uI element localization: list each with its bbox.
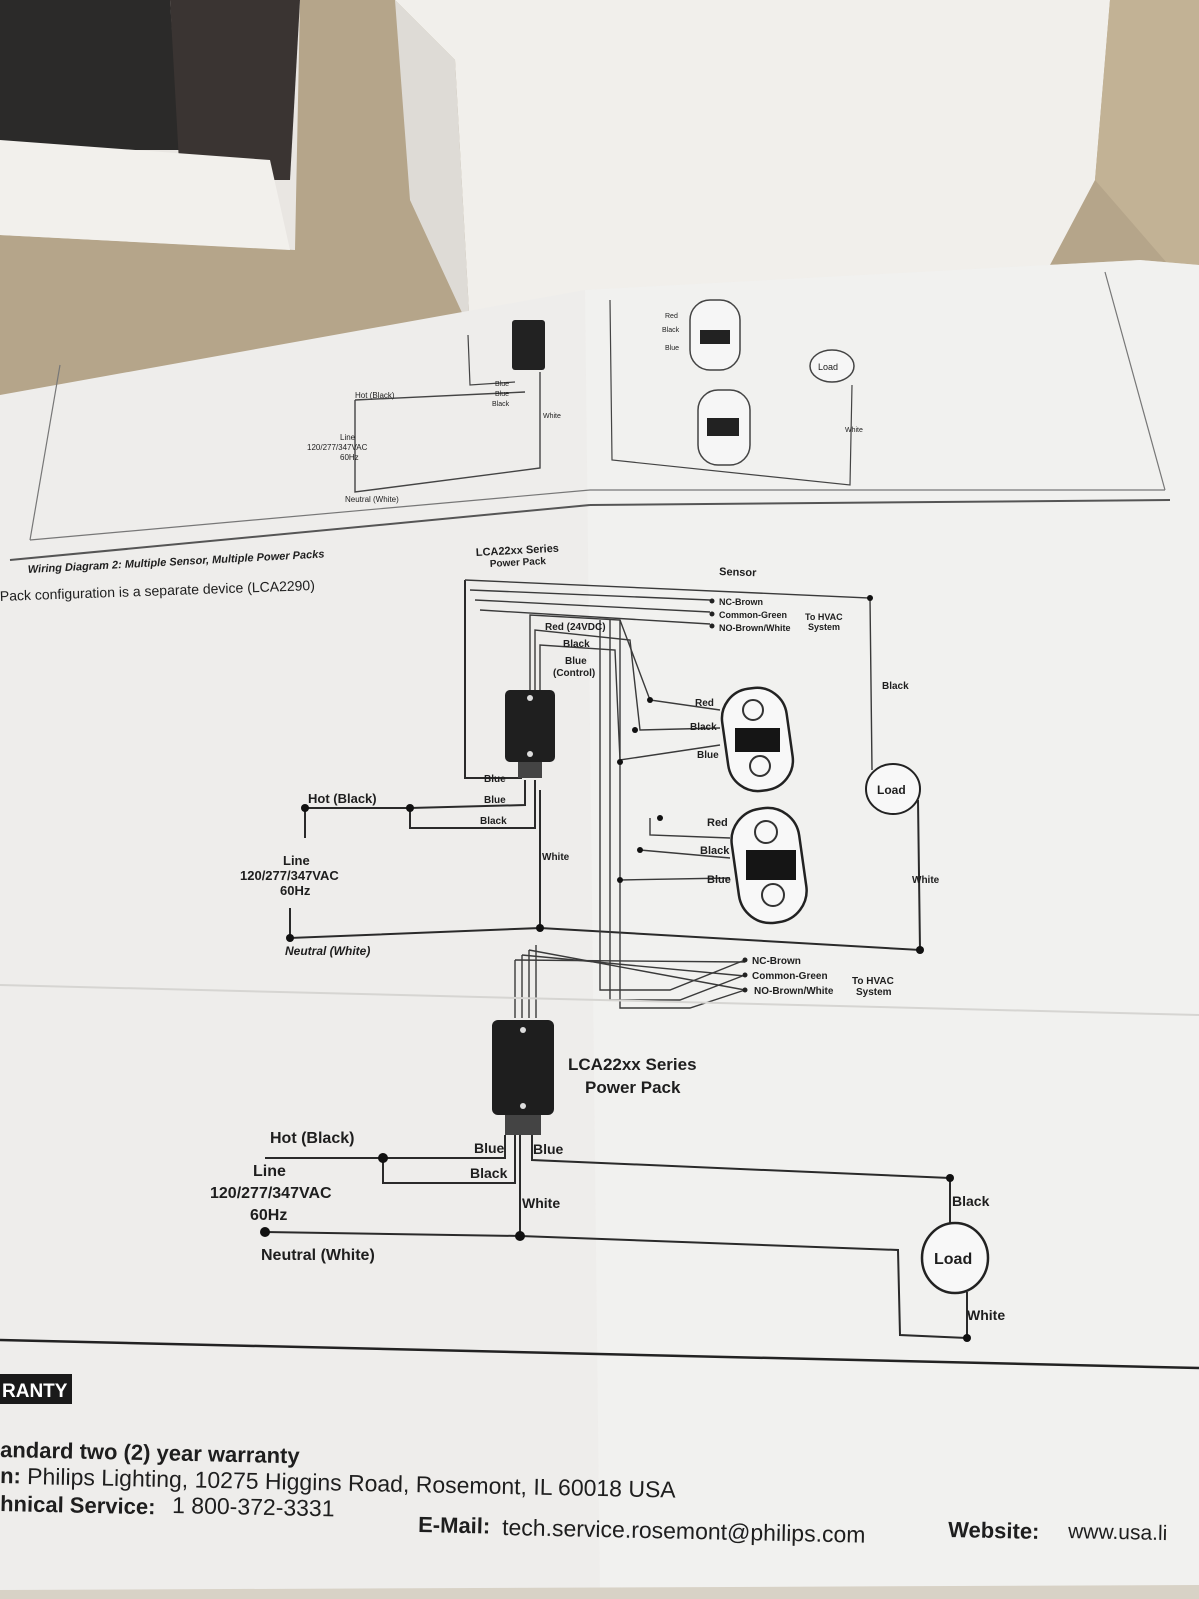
line-label-1: Line <box>283 853 310 868</box>
sensor2-black: Black <box>700 845 730 857</box>
hvac-bottom-label-1: To HVAC <box>852 976 894 987</box>
top-hot-label: Hot (Black) <box>355 391 395 400</box>
warranty-tech-label: hnical Service: <box>0 1491 156 1519</box>
hot-label-1: Hot (Black) <box>308 791 377 806</box>
warranty-line2-label: n: <box>0 1463 21 1488</box>
top-sensor-black: Black <box>662 327 680 334</box>
pack2-label-2: Power Pack <box>585 1078 681 1097</box>
voltage-label-1: 120/277/347VAC <box>240 868 339 883</box>
load-label-2: Load <box>934 1251 972 1268</box>
pack2-blue-right: Blue <box>533 1141 564 1157</box>
neutral-label-2: Neutral (White) <box>261 1247 375 1264</box>
power-pack-1 <box>505 690 555 778</box>
load-label-1: Load <box>877 783 906 797</box>
warranty-phone: 1 800-372-3331 <box>172 1492 335 1521</box>
load1-white: White <box>912 875 940 886</box>
power-pack-2 <box>492 1020 554 1135</box>
neutral-label-1: Neutral (White) <box>285 944 370 958</box>
hvac-top-no: NO-Brown/White <box>719 623 791 633</box>
warranty-website-label: Website: <box>948 1517 1040 1544</box>
warranty-website: www.usa.li <box>1067 1520 1168 1545</box>
top-wire-1: Blue <box>495 381 509 388</box>
freq-label-1: 60Hz <box>280 883 311 898</box>
sensor1-red: Red <box>695 698 714 709</box>
top-wiring-diagram: Load Hot (Black) Line 120/277/347VAC 60H… <box>9 271 1171 561</box>
hvac-terminals-top: NC-Brown Common-Green NO-Brown/White To … <box>709 597 843 633</box>
top-power-pack <box>512 320 545 370</box>
line-terminals-1 <box>286 595 924 954</box>
hvac-top-label-1: To HVAC <box>805 612 843 622</box>
hvac-bottom-common: Common-Green <box>752 971 828 982</box>
warranty-email-label: E-Mail: <box>418 1512 491 1539</box>
top-load-circle <box>809 349 855 383</box>
pack1-wire-black: Black <box>480 816 507 827</box>
sensor1-black: Black <box>690 722 717 733</box>
pack1-wire-blue-1: Blue <box>484 774 506 785</box>
sensor2-red: Red <box>707 817 728 829</box>
pack2-blue-left: Blue <box>474 1140 505 1156</box>
top-sensor-blue: Blue <box>665 345 679 352</box>
hvac-bottom-no: NO-Brown/White <box>754 986 834 997</box>
line-label-2: Line <box>253 1163 286 1180</box>
hvac-bottom-nc: NC-Brown <box>752 956 801 967</box>
hvac-top-common: Common-Green <box>719 610 787 620</box>
table-edge <box>0 1585 1199 1599</box>
black-control-label: Black <box>563 639 590 650</box>
top-line-label: Line <box>340 433 356 442</box>
blue-control-label-2: (Control) <box>553 668 595 679</box>
section-divider <box>0 1338 1199 1370</box>
pack1-label-bottom: Power Pack <box>490 556 547 570</box>
pack1-label-top: LCA22xx Series <box>476 543 560 559</box>
pack1-wire-blue-2: Blue <box>484 795 506 806</box>
load1-black: Black <box>882 681 909 692</box>
sensor2-blue: Blue <box>707 874 731 886</box>
sensor-1 <box>720 686 795 793</box>
warranty-badge-bg <box>0 1374 72 1404</box>
hvac-top-label-2: System <box>808 622 840 632</box>
pack2-white: White <box>522 1195 560 1211</box>
top-wire-2: Blue <box>495 391 509 398</box>
top-white-label: White <box>543 413 561 420</box>
load-circle-1 <box>865 763 921 815</box>
blue-control-label-1: Blue <box>565 656 587 667</box>
load-circle-2 <box>920 1221 990 1295</box>
hot-label-2: Hot (Black) <box>270 1130 354 1147</box>
hvac-bottom-label-2: System <box>856 987 892 998</box>
pack1-white-label: White <box>542 852 570 863</box>
paper-fold <box>0 984 1199 1016</box>
top-sensor-red: Red <box>665 313 678 320</box>
freq-label-2: 60Hz <box>250 1207 287 1224</box>
warranty-badge: RANTY <box>2 1381 68 1402</box>
top-voltage-label: 120/277/347VAC <box>307 443 368 452</box>
boxes-background <box>0 0 1199 330</box>
red-24vdc-label: Red (24VDC) <box>545 622 606 633</box>
pack2-black: Black <box>470 1165 508 1181</box>
middle-wiring <box>289 579 922 1018</box>
hvac-terminals-bottom: NC-Brown Common-Green NO-Brown/White To … <box>742 956 894 998</box>
load2-white: White <box>967 1307 1005 1323</box>
sensor-heading: Sensor <box>719 566 757 579</box>
top-wire-3: Black <box>492 401 510 408</box>
hvac-top-nc: NC-Brown <box>719 597 763 607</box>
sensor-2 <box>730 806 808 925</box>
pack2-label-1: LCA22xx Series <box>568 1055 697 1074</box>
top-load-label: Load <box>818 362 838 372</box>
line-terminals-2 <box>260 1153 971 1342</box>
voltage-label-2: 120/277/347VAC <box>210 1185 332 1202</box>
sensor1-blue: Blue <box>697 750 719 761</box>
load2-black: Black <box>952 1193 990 1209</box>
top-load-white: White <box>845 427 863 434</box>
top-neutral-label: Neutral (White) <box>345 495 399 504</box>
top-freq-label: 60Hz <box>340 453 359 462</box>
